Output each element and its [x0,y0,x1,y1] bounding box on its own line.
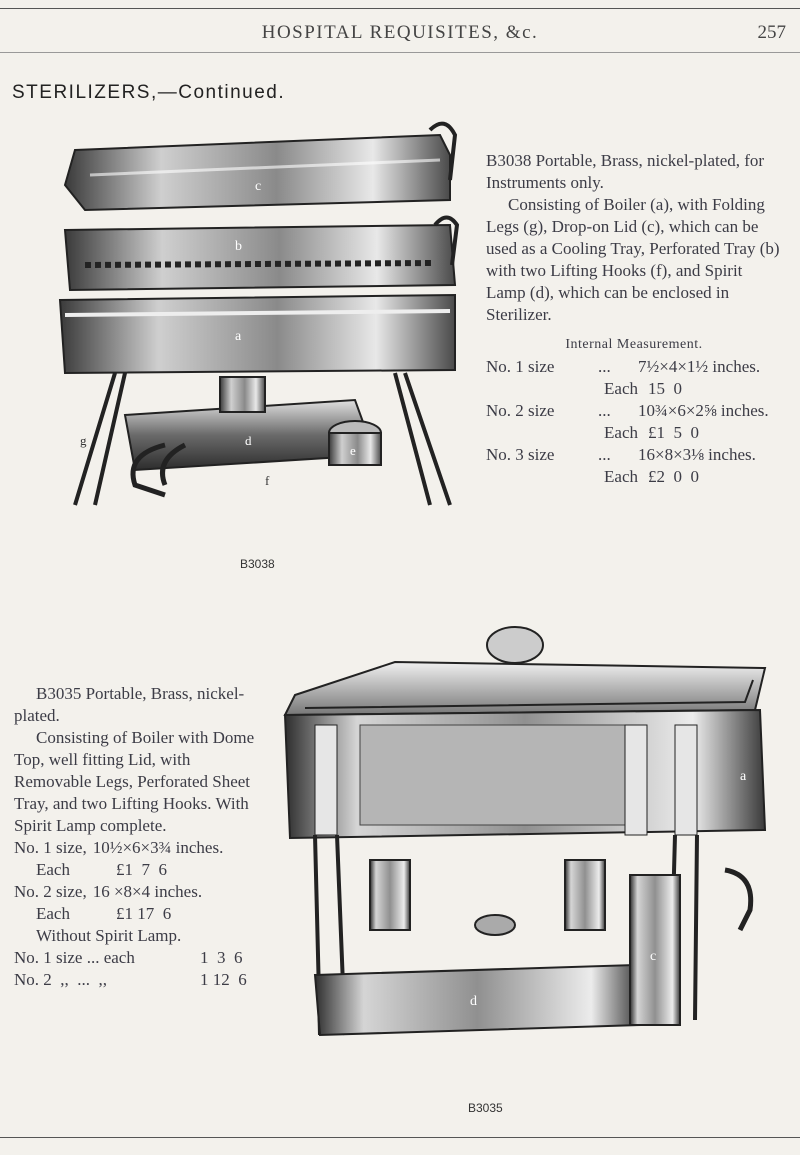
size-row: No. 2 size, 16 ×8×4 inches. [14,882,203,901]
label-c: c [650,949,656,964]
price-row: Each 15 0 [604,379,682,398]
size-dims: 10¾×6×2⅝ inches. [638,401,769,420]
header-rule [0,52,800,53]
label-d: d [470,994,477,1009]
size-dims: 16×8×3⅛ inches. [638,445,756,464]
price: £1 7 6 [116,860,167,879]
label-g: g [80,433,87,448]
price-row: Each £1 17 6 [36,904,172,923]
size-dims: 7½×4×1½ inches. [638,357,761,376]
price-row: Each £1 5 0 [604,423,699,442]
measurement-heading: Internal Measurement. [565,337,703,352]
price: 15 0 [648,379,682,398]
figure-caption-b3035: B3035 [468,1101,503,1115]
item-b3035-title: B3035 Portable, Brass, nickel-plated. [14,684,245,725]
figure-caption-b3038: B3038 [240,557,275,571]
label-a: a [235,329,242,344]
page-number: 257 [757,22,787,43]
price: £2 0 0 [648,467,699,486]
label-a: a [740,769,747,784]
running-header: HOSPITAL REQUISITES, &c. [261,22,539,43]
label-f: f [265,473,270,488]
size-dims: 16 ×8×4 inches. [92,882,203,901]
sterilizer-b3038-illustration: c b a g d e f [58,121,460,506]
item-b3035-body: Consisting of Boiler with Dome Top, well… [14,728,255,835]
label-b: b [235,239,242,254]
sterilizer-b3035-illustration: a d c [283,626,767,1037]
section-title: STERILIZERS,—Continued. [12,82,286,103]
price-row: Each £2 0 0 [604,467,699,486]
label-e: e [350,443,356,458]
item-b3038-title: B3038 Portable, Brass, nickel-plated, fo… [486,151,765,192]
bottom-rule [0,1137,800,1138]
label-d: d [245,433,252,448]
price-row: No. 1 size ... each 1 3 6 [14,948,243,967]
price: 1 12 6 [200,970,247,989]
label-c: c [255,179,261,194]
item-b3038-body: Consisting of Boiler (a), with Folding L… [486,195,780,324]
price: 1 3 6 [200,948,243,967]
item-b3038-description: B3038 Portable, Brass, nickel-plated, fo… [486,150,782,488]
price-row: Each £1 7 6 [36,860,167,879]
top-rule [0,8,800,9]
price: £1 5 0 [648,423,699,442]
size-row: No. 1 size ... 7½×4×1½ inches. [486,357,761,376]
price: £1 17 6 [116,904,172,923]
item-b3035-description: B3035 Portable, Brass, nickel-plated. Co… [14,683,264,991]
size-dims: 10½×6×3¾ inches. [92,838,224,857]
size-row: No. 2 size ... 10¾×6×2⅝ inches. [486,401,769,420]
price-row: No. 2 ,, ... ,, 1 12 6 [14,970,247,989]
size-row: No. 1 size, 10½×6×3¾ inches. [14,838,224,857]
without-lamp-heading: Without Spirit Lamp. [36,926,182,945]
size-row: No. 3 size ... 16×8×3⅛ inches. [486,445,756,464]
